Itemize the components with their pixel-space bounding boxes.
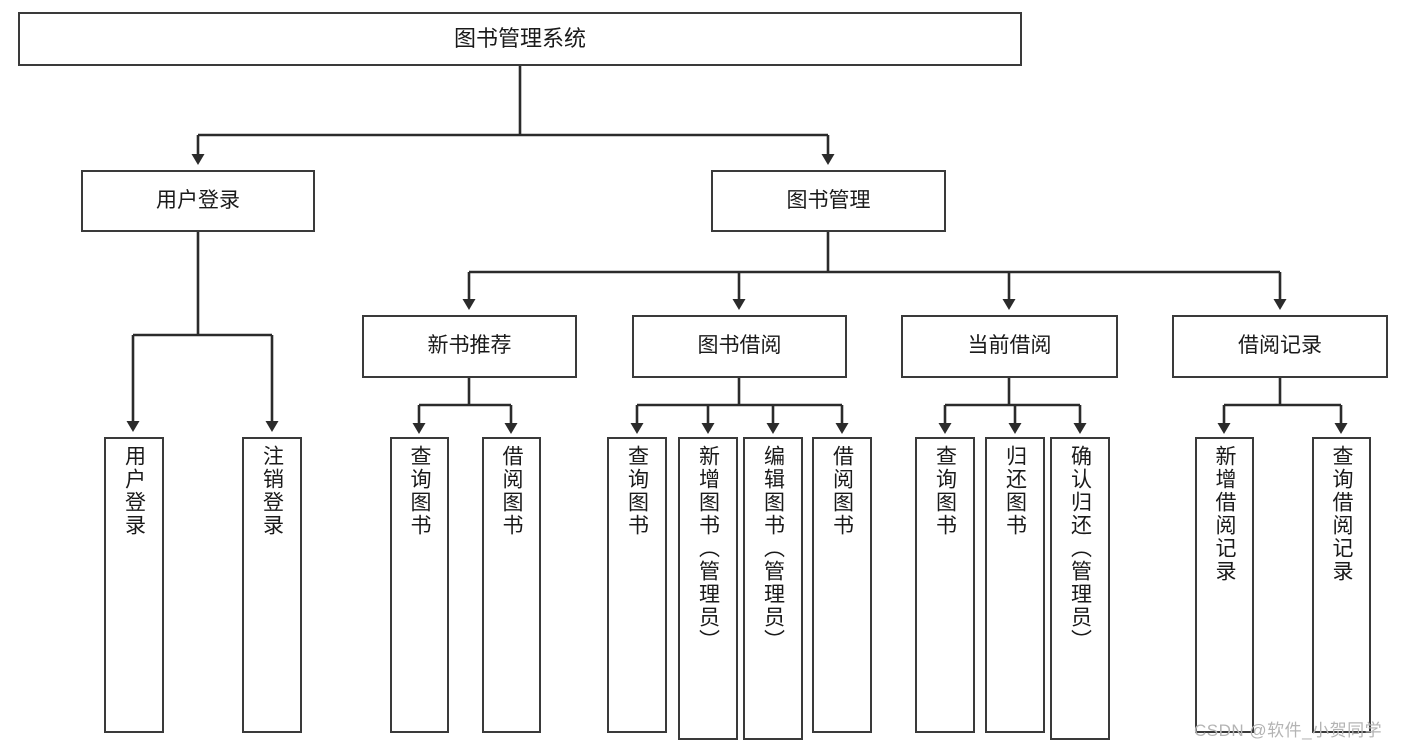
node-leaf-add-borrow-record[interactable]: 新增借阅记录 <box>1195 437 1254 733</box>
node-leaf-user-login-label: 用户登录 <box>122 445 146 537</box>
node-book-borrow-label: 图书借阅 <box>697 334 782 358</box>
node-leaf-query-borrow-record-label: 查询借阅记录 <box>1330 445 1353 583</box>
node-leaf-logout-login[interactable]: 注销登录 <box>242 437 302 733</box>
node-leaf-query-book-1-label: 查询图书 <box>408 445 431 537</box>
node-user-login[interactable]: 用户登录 <box>81 170 315 232</box>
node-leaf-edit-book[interactable]: 编辑图书（管理员） <box>743 437 803 740</box>
node-root[interactable]: 图书管理系统 <box>18 12 1022 66</box>
node-borrow-record-label: 借阅记录 <box>1238 334 1322 358</box>
node-user-login-label: 用户登录 <box>156 188 240 212</box>
node-book-borrow[interactable]: 图书借阅 <box>632 315 847 378</box>
node-leaf-edit-book-label: 编辑图书（管理员） <box>761 445 785 652</box>
node-leaf-query-book-3-label: 查询图书 <box>933 445 957 537</box>
node-current-borrow[interactable]: 当前借阅 <box>901 315 1118 378</box>
node-borrow-record[interactable]: 借阅记录 <box>1172 315 1388 378</box>
node-leaf-add-book[interactable]: 新增图书（管理员） <box>678 437 738 740</box>
node-leaf-query-book-2-label: 查询图书 <box>625 445 649 537</box>
node-leaf-query-borrow-record[interactable]: 查询借阅记录 <box>1312 437 1371 733</box>
node-leaf-borrow-book-1-label: 借阅图书 <box>500 445 523 537</box>
node-book-management-label: 图书管理 <box>786 188 871 212</box>
node-leaf-confirm-return[interactable]: 确认归还（管理员） <box>1050 437 1110 740</box>
node-new-book-recommend[interactable]: 新书推荐 <box>362 315 577 378</box>
node-leaf-return-book-label: 归还图书 <box>1003 445 1027 537</box>
node-root-label: 图书管理系统 <box>453 26 586 52</box>
node-leaf-user-login[interactable]: 用户登录 <box>104 437 164 733</box>
node-leaf-logout-login-label: 注销登录 <box>260 445 284 537</box>
node-leaf-query-book-2[interactable]: 查询图书 <box>607 437 667 733</box>
node-book-management[interactable]: 图书管理 <box>711 170 946 232</box>
node-leaf-confirm-return-label: 确认归还（管理员） <box>1068 445 1092 652</box>
node-current-borrow-label: 当前借阅 <box>967 334 1052 358</box>
node-leaf-add-book-label: 新增图书（管理员） <box>696 445 720 652</box>
node-leaf-return-book[interactable]: 归还图书 <box>985 437 1045 733</box>
csdn-watermark: CSDN @软件_小贺同学 <box>1194 721 1383 740</box>
node-leaf-query-book-3[interactable]: 查询图书 <box>915 437 975 733</box>
node-leaf-borrow-book-2[interactable]: 借阅图书 <box>812 437 872 733</box>
node-leaf-borrow-book-2-label: 借阅图书 <box>830 445 854 537</box>
node-leaf-add-borrow-record-label: 新增借阅记录 <box>1213 445 1236 583</box>
node-leaf-query-book-1[interactable]: 查询图书 <box>390 437 449 733</box>
node-new-book-recommend-label: 新书推荐 <box>427 334 512 358</box>
node-leaf-borrow-book-1[interactable]: 借阅图书 <box>482 437 541 733</box>
